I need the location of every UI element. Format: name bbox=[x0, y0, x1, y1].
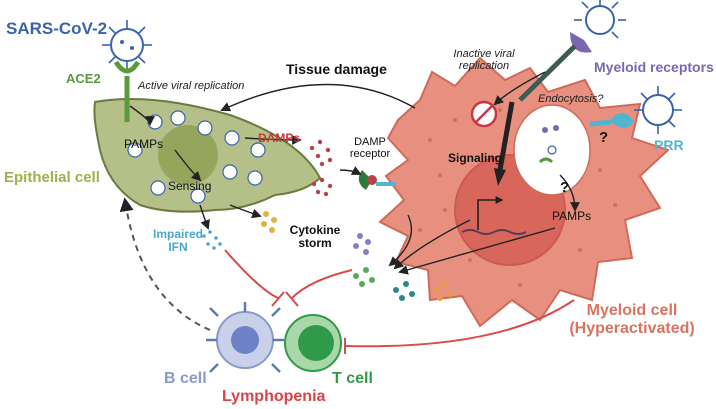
sensing-label: Sensing bbox=[168, 179, 212, 193]
impaired-ifn-line-1: Impaired bbox=[152, 227, 203, 241]
cytokine-arrow bbox=[229, 204, 262, 219]
myeloid-receptor-virion bbox=[518, 0, 626, 102]
b-cell-label: B cell bbox=[164, 370, 207, 387]
damps-label: DAMPs bbox=[258, 131, 301, 145]
b-cell bbox=[206, 302, 284, 373]
sensing-arrow bbox=[174, 149, 202, 182]
prr-virion bbox=[589, 86, 682, 134]
question-mark-2: ? bbox=[560, 179, 570, 196]
myeloid-cell-line-2: (Hyperactivated) bbox=[569, 319, 695, 337]
signaling-label: Signaling bbox=[448, 151, 502, 165]
cytokine-storm-line-2: storm bbox=[298, 236, 332, 251]
inactive-replication-line-2: replication bbox=[458, 60, 510, 73]
inactive-virion-icon bbox=[470, 100, 498, 128]
inhibition-lines bbox=[224, 249, 575, 354]
impaired-ifn-label: Impaired IFN bbox=[148, 227, 208, 255]
cytokine-storm-label: Cytokine storm bbox=[282, 223, 348, 251]
entry-arrow bbox=[129, 105, 155, 126]
t-cell bbox=[284, 314, 342, 372]
lymphopenia-label: Lymphopenia bbox=[222, 388, 326, 405]
damp-receptor-line-1: DAMP bbox=[354, 136, 386, 148]
gene-promoter-arrow bbox=[477, 196, 504, 230]
intracellular-virions bbox=[127, 110, 266, 204]
question-mark-1: ? bbox=[599, 129, 609, 146]
endosome-contents bbox=[538, 125, 559, 164]
damps-arrow bbox=[244, 135, 302, 145]
dna-strand bbox=[461, 229, 527, 235]
damps-particles bbox=[309, 139, 333, 197]
pamps-epithelial-label: PAMPs bbox=[124, 137, 164, 151]
myeloid-cell-line-1: Myeloid cell bbox=[586, 302, 678, 319]
myeloid-granules bbox=[418, 108, 617, 287]
tissue-damage-label: Tissue damage bbox=[286, 61, 387, 77]
inactive-replication-label: Inactive viral replication bbox=[444, 48, 524, 72]
tissue-damage-arrow bbox=[220, 83, 416, 112]
active-replication-label: Active viral replication bbox=[138, 80, 245, 92]
prr-label: PRR bbox=[654, 137, 684, 153]
damp-receptor-icon bbox=[358, 170, 396, 190]
feedback-arrow bbox=[119, 197, 211, 331]
ifn-arrow bbox=[199, 204, 210, 230]
inactive-arrow bbox=[493, 71, 546, 106]
myeloid-cell-label: Myeloid cell (Hyperactivated) bbox=[562, 302, 702, 337]
myeloid-receptors-label: Myeloid receptors bbox=[594, 59, 714, 75]
t-cell-label: T cell bbox=[332, 370, 373, 387]
inactive-replication-line-1: Inactive viral bbox=[453, 48, 515, 60]
sars-cov-2-label: SARS-CoV-2 bbox=[6, 19, 108, 38]
endocytosis-label: Endocytosis? bbox=[538, 93, 604, 105]
damp-receptor-line-2: receptor bbox=[349, 148, 391, 161]
ace2-receptor bbox=[113, 60, 141, 122]
epithelial-cell-label: Epithelial cell bbox=[4, 169, 100, 186]
epithelial-nucleus bbox=[158, 125, 218, 185]
sars-cov-2-virion bbox=[102, 20, 152, 70]
cytokine-storm-line-1: Cytokine bbox=[289, 223, 341, 237]
pamps-myeloid-label: PAMPs bbox=[552, 209, 592, 223]
ace2-label: ACE2 bbox=[66, 71, 101, 86]
impaired-ifn-line-2: IFN bbox=[168, 240, 188, 255]
flow-arrows bbox=[129, 71, 580, 275]
pamps-myeloid-arrow bbox=[559, 174, 580, 212]
myeloid-cytokine-arrow-2 bbox=[393, 219, 471, 270]
signaling-arrowhead bbox=[494, 168, 506, 186]
ifn-particles bbox=[202, 230, 222, 250]
signaling-arrow bbox=[497, 101, 515, 171]
damp-receptor-arrow bbox=[339, 166, 362, 175]
damp-receptor-label: DAMP receptor bbox=[340, 136, 400, 160]
myeloid-cytokine-arrow-3 bbox=[398, 227, 556, 275]
cytokine-particles bbox=[261, 211, 453, 301]
